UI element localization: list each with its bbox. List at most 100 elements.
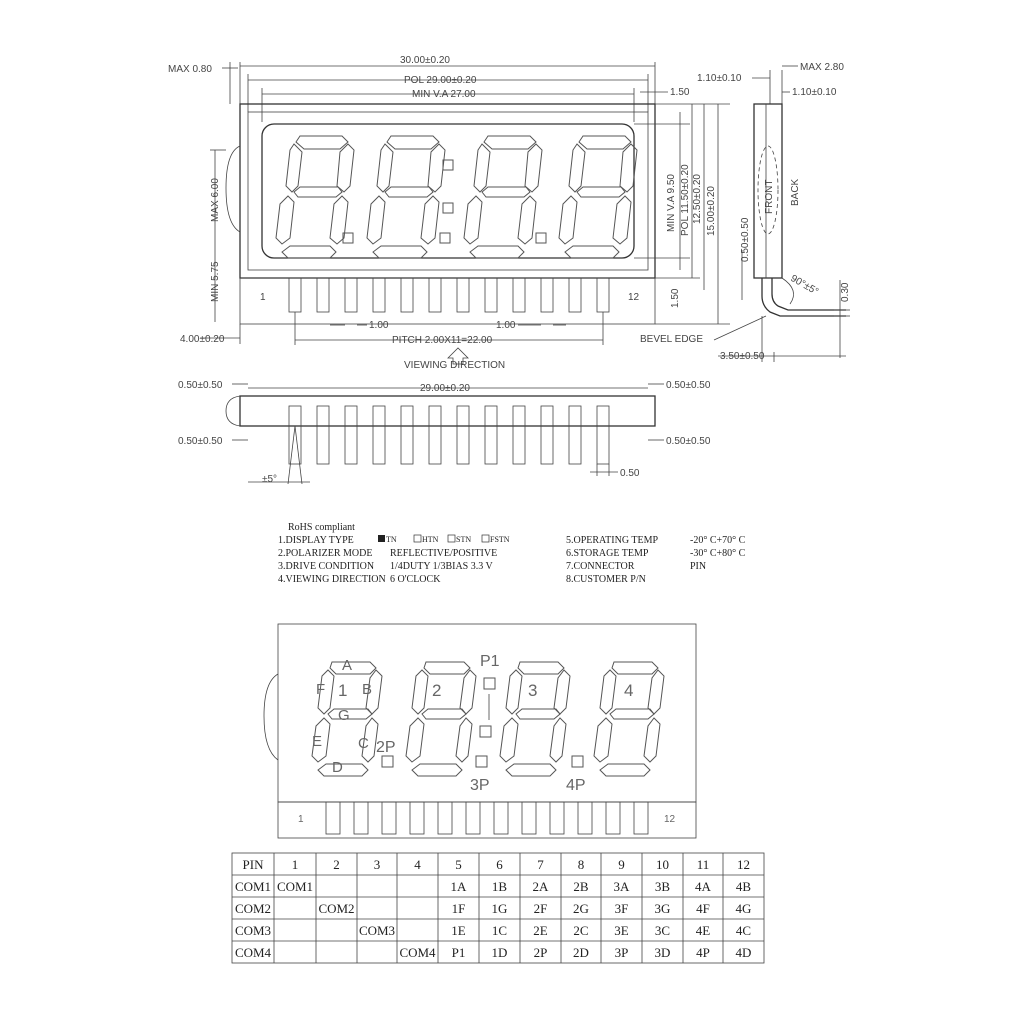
dim-bottom-width: 29.00±0.20 — [420, 383, 470, 394]
dim-max-600: MAX 6.00 — [210, 178, 221, 222]
dim-side-110a: 1.10±0.10 — [697, 73, 742, 84]
table-cell: 4C — [736, 923, 751, 938]
table-cell: 1G — [492, 901, 508, 916]
spec-right-6-value: -30° C+80° C — [690, 548, 746, 559]
table-cell: 1C — [492, 923, 507, 938]
dim-side-max280: MAX 2.80 — [800, 62, 844, 73]
dim-height-1500: 15.00±0.20 — [706, 186, 717, 236]
table-cell: 3D — [655, 945, 671, 960]
dim-bottom-050: 0.50 — [620, 468, 640, 479]
dim-400: 4.00±0.20 — [180, 334, 225, 345]
seg-label-f: F — [316, 681, 325, 698]
table-cell: 3B — [655, 879, 671, 894]
spec-left-3-value: 1/4DUTY 1/3BIAS 3.3 V — [390, 561, 494, 572]
dim-bottom-r1: 0.50±0.50 — [666, 380, 711, 391]
stn-checkbox — [447, 534, 456, 543]
spec-left-3: 3.DRIVE CONDITION — [278, 561, 374, 572]
bottom-view: 0.50±0.50 0.50±0.50 29.00±0.20 0.50±0.50… — [178, 380, 711, 485]
table-cell: 4G — [736, 901, 752, 916]
segmap-pin12-label: 12 — [664, 814, 676, 825]
table-cell: 2A — [533, 879, 550, 894]
front-view: MAX 0.80 30.00±0.20 POL 29.00±0.20 MIN V… — [168, 55, 730, 371]
front-pin12-label: 12 — [628, 292, 640, 303]
side-front-label: FRONT — [764, 180, 775, 214]
digit-number-1: 1 — [338, 681, 347, 700]
segment-map: A B C D E F G 1 2 3 4 P1 2P 3P 4P — [263, 623, 697, 839]
table-cell: 2F — [534, 901, 548, 916]
table-header-cell: 10 — [656, 857, 669, 872]
dim-min-575: MIN 5.75 — [210, 261, 221, 302]
table-cell: 1D — [492, 945, 508, 960]
dim-bottom-l2: 0.50±0.50 — [178, 436, 223, 447]
table-cell: 4D — [736, 945, 752, 960]
dim-side-110b: 1.10±0.10 — [792, 87, 837, 98]
table-header-cell: 11 — [697, 857, 710, 872]
table-header-cell: 4 — [414, 857, 421, 872]
fstn-checkbox — [481, 534, 490, 543]
table-cell: 2B — [573, 879, 589, 894]
table-cell: 2C — [573, 923, 588, 938]
dim-bottom-angle: ±5° — [262, 474, 277, 485]
seg-label-g: G — [338, 707, 350, 724]
dim-side-030: 0.30 — [840, 282, 851, 302]
table-cell: 1F — [452, 901, 466, 916]
table-cell: 2P — [534, 945, 548, 960]
table-cell: 4B — [736, 879, 752, 894]
seg-label-3p: 3P — [470, 777, 490, 794]
tn-checkbox-checked — [378, 535, 385, 542]
spec-right-7-value: PIN — [690, 561, 706, 572]
table-header-cell: 9 — [618, 857, 625, 872]
table-cell: 1B — [492, 879, 508, 894]
table-header-cell: 1 — [292, 857, 299, 872]
type-tn: TN — [386, 535, 397, 544]
table-cell: COM3 — [359, 923, 395, 938]
table-header-cell: 3 — [374, 857, 381, 872]
dim-total-width: 30.00±0.20 — [400, 55, 450, 66]
spec-right-5-value: -20° C+70° C — [690, 535, 746, 546]
table-cell: 1E — [451, 923, 466, 938]
seg-label-2p: 2P — [376, 739, 396, 756]
bevel-edge-label: BEVEL EDGE — [640, 334, 703, 345]
dim-side-050: 0.50±0.50 — [740, 217, 751, 262]
table-cell: 2D — [573, 945, 589, 960]
dim-100b: 1.00 — [496, 320, 516, 331]
table-header-cell: 6 — [496, 857, 503, 872]
seg-label-e: E — [312, 733, 322, 750]
dim-va-width: MIN V.A 27.00 — [412, 89, 476, 100]
digit-number-3: 3 — [528, 681, 537, 700]
spec-left-4: 4.VIEWING DIRECTION — [278, 574, 386, 585]
seg-label-a: A — [342, 657, 352, 674]
specifications: RoHS compliant 1.DISPLAY TYPE 2.POLARIZE… — [278, 522, 746, 585]
rohs-label: RoHS compliant — [288, 522, 355, 533]
dim-pol-height: POL 11.50±0.20 — [680, 164, 691, 236]
dim-pol-width: POL 29.00±0.20 — [404, 75, 477, 86]
dim-r150: 1.50 — [670, 87, 690, 98]
table-cell: 4F — [696, 901, 710, 916]
dim-100a: 1.00 — [369, 320, 389, 331]
digit-number-2: 2 — [432, 681, 441, 700]
seg-label-p1: P1 — [480, 653, 500, 670]
dim-bottom-r2: 0.50±0.50 — [666, 436, 711, 447]
table-cell: COM1 — [235, 879, 271, 894]
type-htn: HTN — [422, 535, 439, 544]
side-view: 1.10±0.10 MAX 2.80 1.10±0.10 FRONT BACK … — [640, 62, 851, 362]
table-cell: 4A — [695, 879, 712, 894]
table-header-cell: 12 — [737, 857, 750, 872]
dim-pitch: PITCH 2.00X11=22.00 — [392, 335, 493, 346]
front-pins — [288, 277, 610, 313]
seg-label-c: C — [358, 735, 369, 752]
spec-right-8: 8.CUSTOMER P/N — [566, 574, 646, 585]
dim-max-080: MAX 0.80 — [168, 64, 212, 75]
table-cell: 2G — [573, 901, 589, 916]
table-cell: P1 — [452, 945, 466, 960]
table-header-cell: 2 — [333, 857, 340, 872]
dim-side-350: 3.50±0.50 — [720, 351, 765, 362]
spec-left-1: 1.DISPLAY TYPE — [278, 535, 354, 546]
table-cell: COM3 — [235, 923, 271, 938]
spec-left-2-value: REFLECTIVE/POSITIVE — [390, 548, 497, 559]
spec-right-5: 5.OPERATING TEMP — [566, 535, 658, 546]
dim-bottom-l1: 0.50±0.50 — [178, 380, 223, 391]
type-fstn: FSTN — [490, 535, 510, 544]
